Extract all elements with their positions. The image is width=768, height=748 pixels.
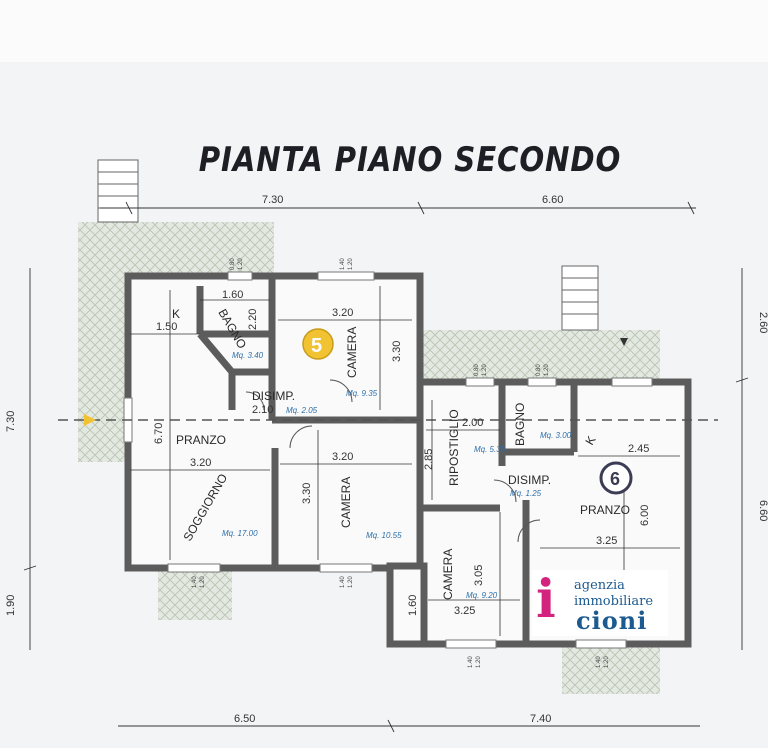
logo-line-3: cioni (576, 606, 648, 635)
terrace-middle (420, 330, 660, 380)
ripostiglio-width: 2.00 (462, 417, 483, 429)
entry-marker-left (84, 414, 96, 426)
window-mark-c: 1.40 (340, 258, 346, 270)
soggiorno1-area: Mq. 17.00 (222, 529, 258, 538)
bagno1-area: Mq. 3.40 (232, 351, 264, 360)
window-mark-o: 1.40 (596, 656, 602, 668)
dim-right-bottom: 6.60 (757, 500, 768, 521)
disimp1-label: DISIMP. (252, 389, 295, 403)
dim-top-right: 6.60 (542, 194, 563, 206)
camera2-area: Mq. 10.55 (366, 531, 402, 540)
ripostiglio-label: RIPOSTIGLIO (447, 409, 461, 486)
pranzo2-k-width: 2.45 (628, 443, 649, 455)
doors (245, 379, 541, 543)
outer-dimension-lines (23, 201, 749, 733)
disimp1-area: Mq. 2.05 (286, 406, 318, 415)
agency-logo: i agenzia immobiliare cioni (532, 570, 668, 636)
logo-mark: i (536, 569, 556, 630)
scan-header-band (0, 0, 768, 62)
k1-label: K (172, 307, 180, 321)
window-mark-g: 1.40 (340, 576, 346, 588)
balcony-bottom-right (562, 646, 660, 694)
camera2-depth: 3.30 (301, 483, 313, 504)
camera3-depth: 3.05 (473, 565, 485, 586)
window-mark-l: 1.20 (544, 364, 550, 376)
logo-line-2: immobiliare (574, 594, 654, 609)
bagno2-label: BAGNO (513, 403, 527, 446)
bagno1-width: 1.60 (222, 289, 243, 301)
window-mark-j: 1.20 (482, 364, 488, 376)
pranzo1-k-width: 1.50 (156, 321, 177, 333)
window-mark-f: 1.20 (200, 576, 206, 588)
window-mark-i: 0.80 (474, 364, 480, 376)
pranzo1-depth: 6.70 (153, 423, 165, 444)
window-mark-b: 1.20 (238, 258, 244, 270)
unit-5-badge (302, 328, 334, 360)
pranzo2-depth: 6.00 (639, 505, 651, 526)
camera1-depth: 3.30 (391, 341, 403, 362)
disimp2-area: Mq. 1.25 (510, 489, 542, 498)
window-mark-n: 1.20 (476, 656, 482, 668)
window-mark-p: 1.20 (604, 656, 610, 668)
window-mark-k: 0.80 (536, 364, 542, 376)
pranzo2-label: PRANZO (580, 503, 630, 517)
camera3-outer (386, 562, 428, 648)
unit-6-badge (599, 461, 633, 495)
logo-line-1: agenzia (574, 578, 625, 593)
window-mark-d: 1.20 (348, 258, 354, 270)
dim-top-left: 7.30 (262, 194, 283, 206)
camera3-left: 1.60 (407, 595, 419, 616)
dim-right-top: 2.60 (757, 312, 768, 333)
balcony-bottom-left (158, 570, 232, 620)
dim-left-total: 7.30 (5, 411, 17, 432)
window-mark-e: 1.40 (192, 576, 198, 588)
bagno1-depth: 2.20 (247, 309, 259, 330)
pranzo1-label: PRANZO (176, 433, 226, 447)
window-mark-a: 0.80 (230, 258, 236, 270)
camera3-area: Mq. 9.20 (466, 591, 498, 600)
camera3-label: CAMERA (441, 549, 455, 600)
window-mark-m: 1.40 (468, 656, 474, 668)
disimp2-label: DISIMP. (508, 473, 551, 487)
entry-marker-right (620, 338, 628, 346)
camera2-width: 3.20 (332, 451, 353, 463)
unit-5-label: 5 (311, 335, 322, 357)
unit-6-label: 6 (610, 469, 620, 489)
ripostiglio-depth: 2.85 (423, 449, 435, 470)
plan-title: PIANTA PIANO SECONDO (198, 140, 622, 180)
disimp1-width: 2.10 (252, 404, 273, 416)
window-mark-h: 1.20 (348, 576, 354, 588)
dim-left-bottom: 1.90 (5, 595, 17, 616)
dim-bottom-left: 6.50 (234, 713, 255, 725)
ripostiglio-area: Mq. 5.35 (474, 445, 506, 454)
camera1-label: CAMERA (345, 327, 359, 378)
camera1-area: Mq. 9.35 (346, 389, 378, 398)
camera3-width: 3.25 (454, 605, 475, 617)
camera1-width: 3.20 (332, 307, 353, 319)
pranzo1-width: 3.20 (190, 457, 211, 469)
dim-bottom-right: 7.40 (530, 713, 551, 725)
stair-top-right (561, 265, 599, 331)
pranzo2-width: 3.25 (596, 535, 617, 547)
camera2-label: CAMERA (339, 477, 353, 528)
stair-top-left (97, 159, 139, 223)
bagno2-area: Mq. 3.00 (540, 431, 572, 440)
